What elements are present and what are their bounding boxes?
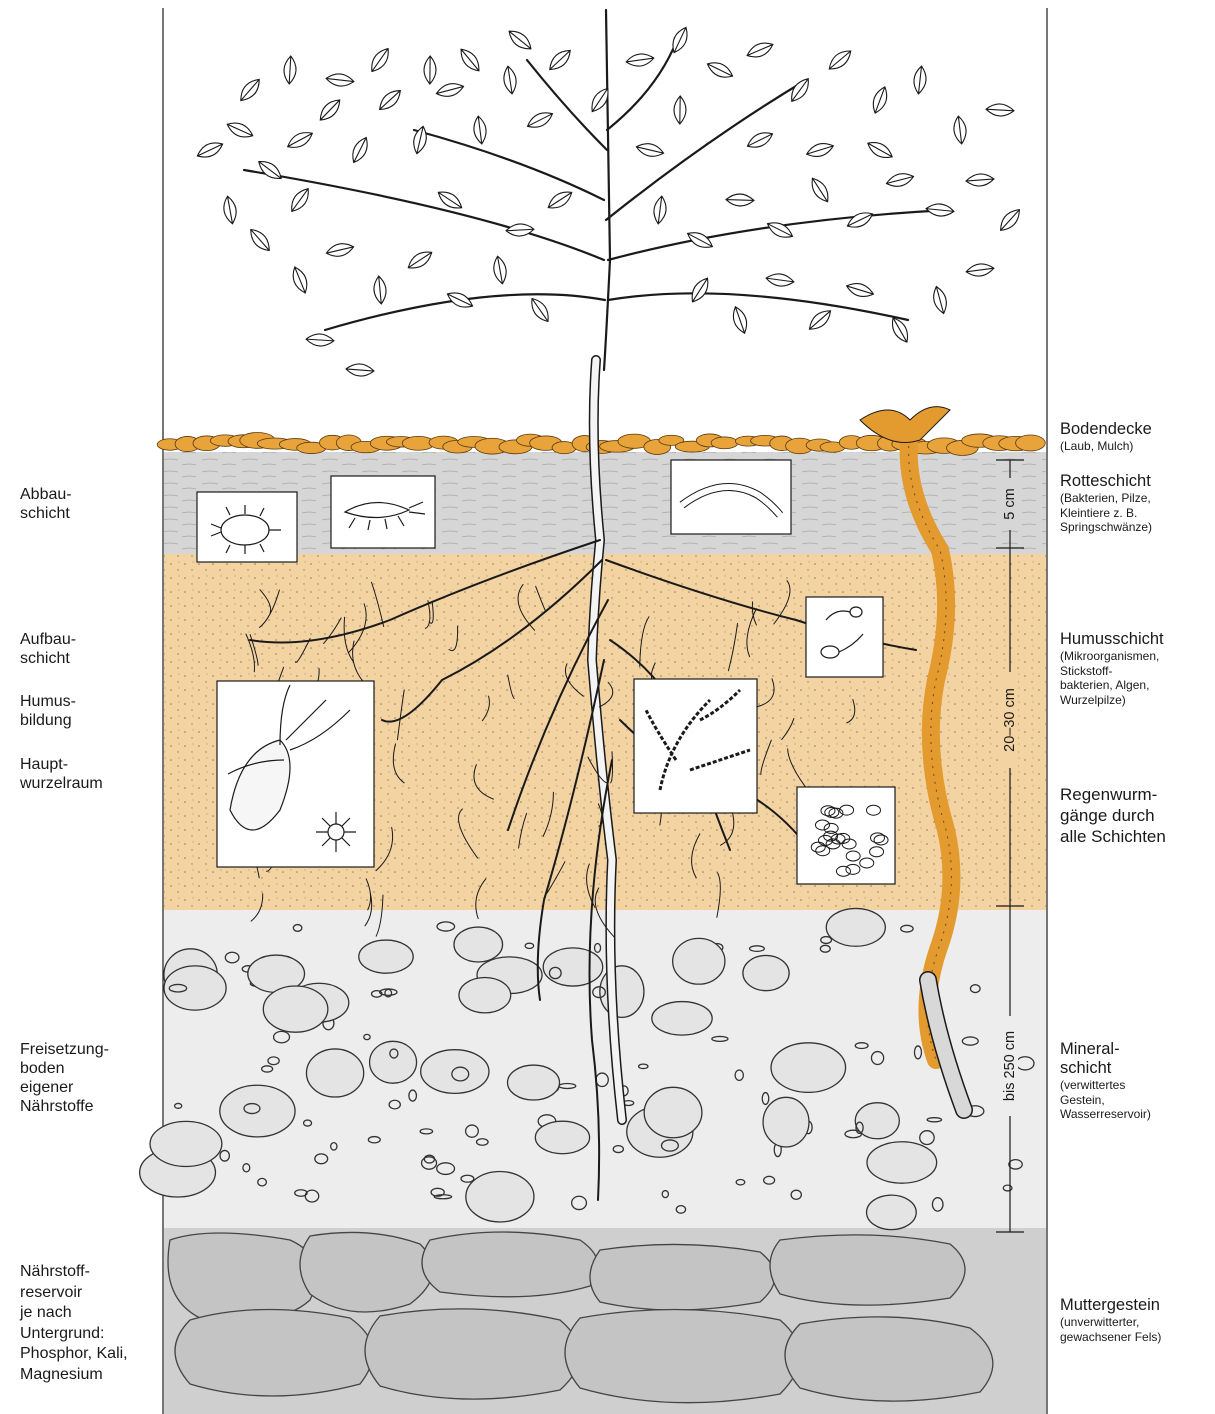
label-humusschicht: Humusschicht (Mikroorganismen, Stickstof… [1060, 630, 1164, 707]
label-humusbildung: Humus-bildung [20, 692, 76, 730]
label-mineralschicht: Mineral- schicht (verwittertes Gestein, … [1060, 1040, 1151, 1122]
label-aufbauschicht: Aufbau-schicht [20, 630, 76, 668]
measure-bottom: bis 250 cm [1002, 1016, 1018, 1116]
inset-nitrogen-bacteria [806, 597, 883, 677]
inset-algae [634, 679, 757, 813]
label-regenwurmgaenge: Regenwurm- gänge durch alle Schichten [1060, 784, 1166, 847]
bedrock-stones [168, 1232, 993, 1403]
measure-middle: 20–30 cm [1002, 672, 1018, 768]
label-rotteschicht: Rotteschicht (Bakterien, Pilze, Kleintie… [1060, 472, 1152, 535]
inset-worm-larva [671, 460, 791, 534]
label-hauptwurzelraum: Haupt-wurzelraum [20, 755, 103, 793]
tree-crown [195, 10, 1024, 377]
label-muttergestein: Muttergestein (unverwitterter, gewachsen… [1060, 1296, 1161, 1344]
label-bodendecke: Bodendecke (Laub, Mulch) [1060, 420, 1152, 454]
inset-springtail [197, 492, 297, 562]
inset-woodlouse [331, 476, 435, 548]
inset-cell-cluster [797, 787, 895, 884]
label-abbauschicht: Abbau-schicht [20, 485, 72, 523]
inset-mycorrhiza [217, 681, 374, 867]
measure-top: 5 cm [1002, 478, 1018, 530]
